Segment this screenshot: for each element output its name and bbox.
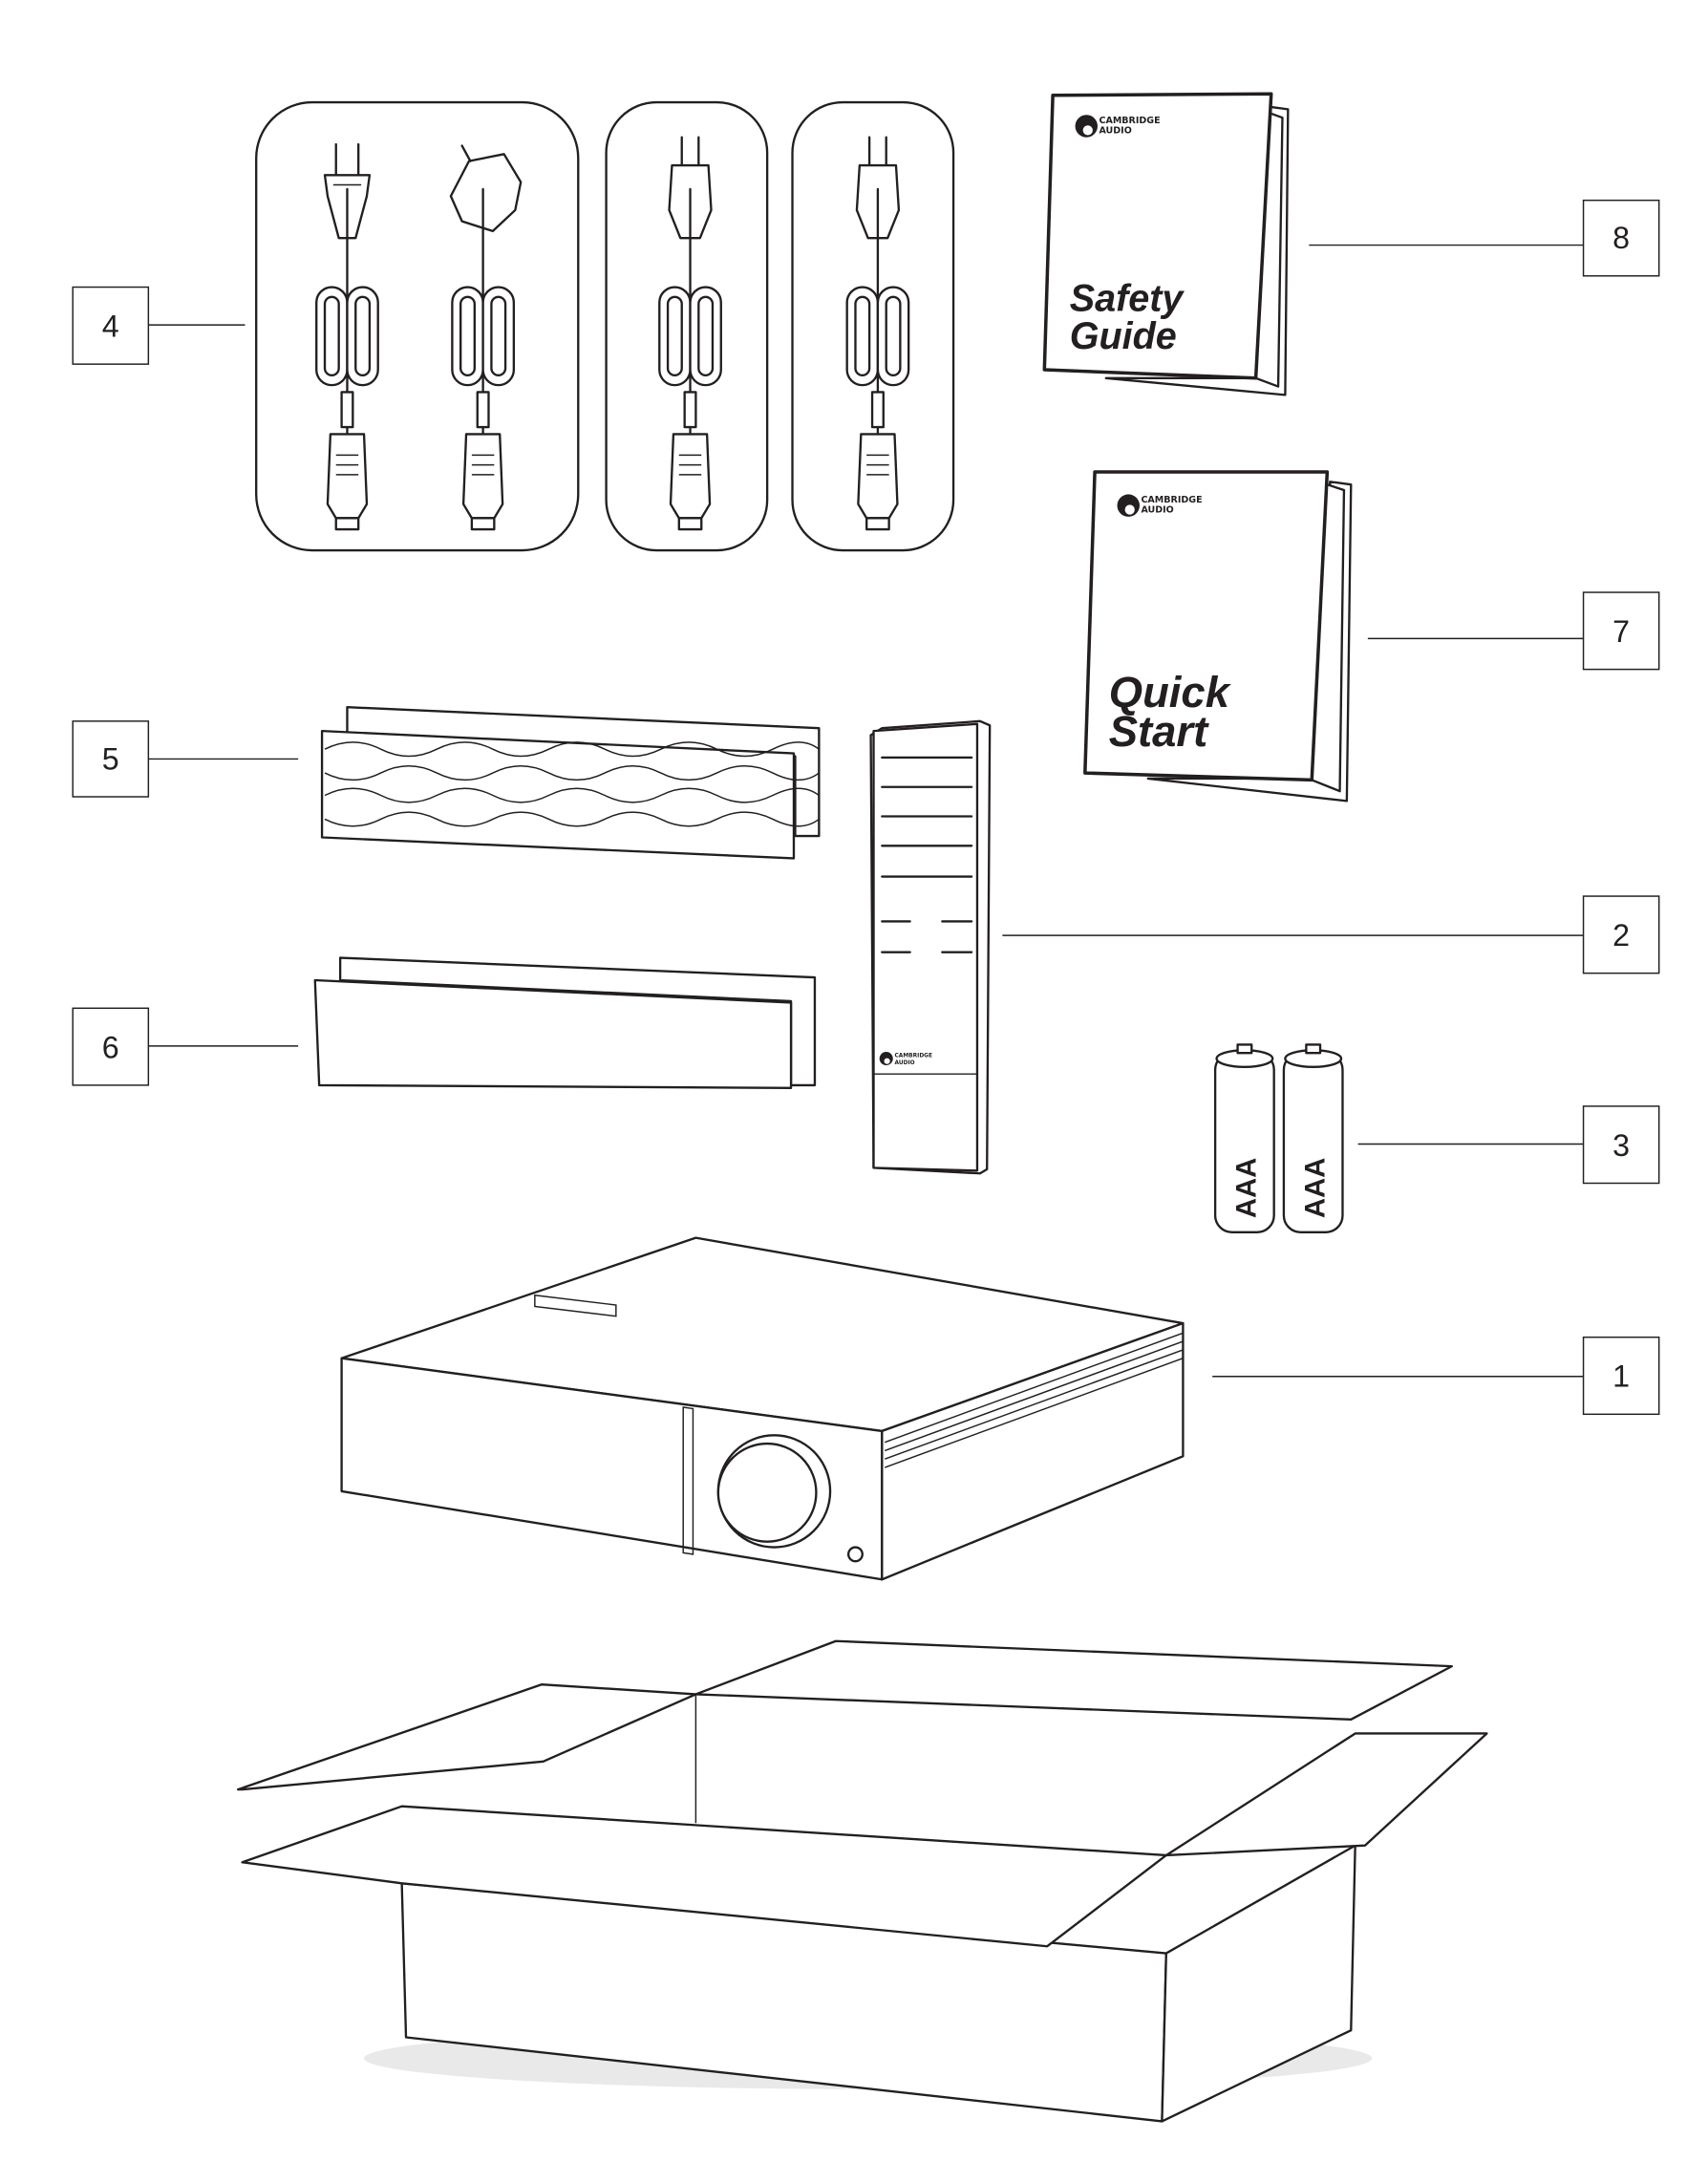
battery-2-label: AAA bbox=[1299, 1158, 1331, 1218]
brand-line1: CAMBRIDGE bbox=[1099, 116, 1160, 126]
safety-guide-title-line1: Safety bbox=[1070, 277, 1185, 319]
remote-control-illustration: CAMBRIDGE AUDIO bbox=[869, 719, 992, 1175]
label-7: 7 bbox=[1582, 591, 1660, 671]
brand-line2: AUDIO bbox=[1099, 125, 1131, 136]
plain-grilles-illustration bbox=[313, 956, 817, 1090]
label-7-number: 7 bbox=[1612, 614, 1630, 649]
amplifier-illustration bbox=[340, 1236, 1185, 1581]
label-8-number: 8 bbox=[1612, 221, 1630, 255]
battery-1-label: AAA bbox=[1231, 1158, 1263, 1218]
quick-start-booklet: CAMBRIDGE AUDIO Quick Start bbox=[1083, 470, 1353, 803]
brand-line1: CAMBRIDGE bbox=[1141, 495, 1202, 505]
us-plug-icon bbox=[658, 136, 722, 531]
safety-guide-booklet: CAMBRIDGE AUDIO Safety Guide bbox=[1042, 92, 1290, 396]
label-5-number: 5 bbox=[102, 741, 119, 776]
label-1: 1 bbox=[1582, 1336, 1660, 1416]
uk-plug-icon bbox=[449, 144, 523, 531]
label-8: 8 bbox=[1582, 199, 1660, 277]
brand-line2: AUDIO bbox=[1141, 504, 1173, 515]
safety-guide-title-line2: Guide bbox=[1070, 315, 1177, 357]
label-1-number: 1 bbox=[1612, 1359, 1630, 1394]
batteries-illustration: AAA AAA bbox=[1213, 1043, 1344, 1233]
cn-plug-icon bbox=[845, 136, 910, 531]
label-3: 3 bbox=[1582, 1105, 1660, 1185]
label-6-number: 6 bbox=[102, 1030, 119, 1064]
label-2: 2 bbox=[1582, 895, 1660, 974]
packaging-box-illustration bbox=[236, 1639, 1488, 2123]
quick-start-title-line1: Quick bbox=[1109, 668, 1232, 717]
label-6: 6 bbox=[72, 1007, 150, 1086]
remote-brand-line1: CAMBRIDGE bbox=[895, 1054, 933, 1059]
label-5: 5 bbox=[72, 720, 150, 798]
patterned-grilles-illustration bbox=[320, 706, 821, 860]
eu-plug-icon bbox=[315, 142, 379, 531]
label-4: 4 bbox=[72, 286, 150, 365]
label-2-number: 2 bbox=[1612, 918, 1630, 952]
remote-brand-line2: AUDIO bbox=[895, 1060, 915, 1066]
label-4-number: 4 bbox=[102, 310, 119, 344]
power-cables-illustration bbox=[255, 100, 955, 552]
quick-start-title-line2: Start bbox=[1109, 707, 1209, 756]
label-3-number: 3 bbox=[1612, 1128, 1630, 1163]
